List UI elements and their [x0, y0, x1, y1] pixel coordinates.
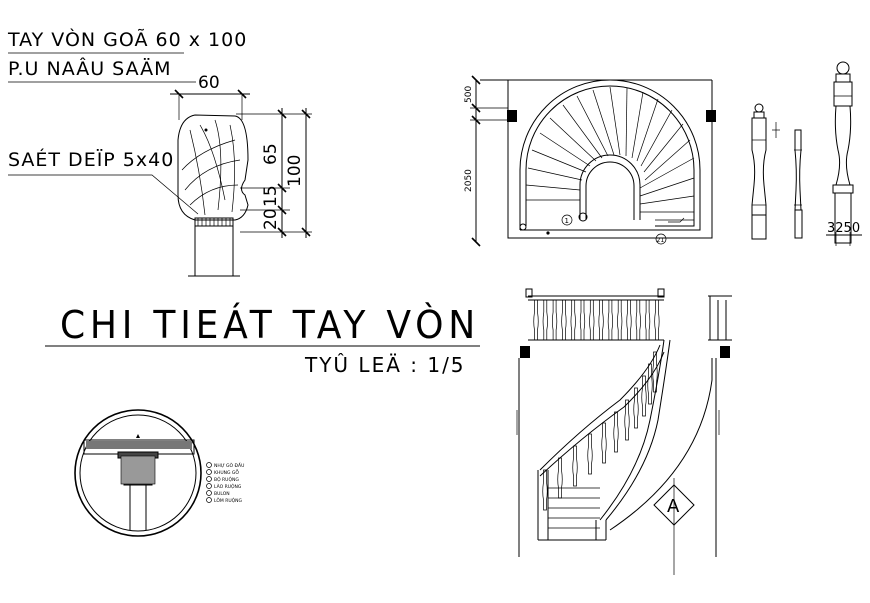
upper-baluster [645, 299, 651, 341]
legend-item-2: KHUNG GỖ [214, 468, 239, 476]
baluster-elevations: 3250 [751, 61, 862, 246]
title-block: CHI TIEÁT TAY VÒN TYÛ LEÄ : 1/5 [45, 303, 480, 377]
curved-balusters [542, 351, 658, 511]
dim-65: 65 [261, 143, 281, 165]
dim-width-60: 60 [198, 73, 220, 93]
dim-100: 100 [285, 155, 305, 187]
handrail-finish-label: P.U NAÂU SAÄM [8, 57, 172, 80]
curved-baluster [633, 387, 639, 429]
upper-baluster [533, 299, 539, 341]
stair-plan: 500 2050 [464, 75, 716, 247]
section-legend: NHỰ GÒ ĐẦU KHUNG GỖ BỘ RUỘNG LÀO RUỘNG B… [206, 461, 244, 504]
dim-20: 20 [261, 208, 281, 230]
upper-baluster [552, 299, 558, 341]
upper-baluster [561, 299, 567, 341]
curved-baluster [587, 433, 593, 475]
section-mark-diamond [653, 484, 695, 526]
upper-baluster [607, 299, 613, 341]
drawing-title: CHI TIEÁT TAY VÒN [60, 303, 480, 347]
upper-baluster [598, 299, 604, 341]
upper-baluster [617, 299, 623, 341]
curved-baluster [557, 457, 563, 499]
upper-baluster [635, 299, 641, 341]
curved-baluster [542, 469, 548, 511]
upper-baluster [626, 299, 632, 341]
upper-balusters [533, 299, 660, 341]
upper-baluster [542, 299, 548, 341]
curved-baluster [572, 445, 578, 487]
curved-baluster [641, 375, 647, 417]
svg-text:1: 1 [565, 217, 569, 225]
curved-baluster [613, 411, 619, 453]
stair-elevation: A [516, 288, 732, 575]
baluster-3-newel [832, 61, 854, 244]
plan-marker-21 [655, 233, 667, 245]
handrail-section-outline [177, 114, 249, 221]
plan-dim-500: 500 [464, 86, 474, 103]
plan-marker-1 [561, 214, 573, 226]
legend-item-4: LÀO RUỘNG [214, 483, 242, 490]
upper-baluster [570, 299, 576, 341]
legend-item-1: NHỰ GÒ ĐẦU [214, 461, 244, 469]
dim-15: 15 [261, 185, 281, 207]
handrail-material-label: TAY VÒN GOÃ 60 x 100 [7, 27, 247, 51]
circular-section-detail [74, 409, 202, 537]
drawing-scale: TYÛ LEÄ : 1/5 [304, 353, 466, 377]
curved-baluster [601, 422, 607, 464]
legend-item-5: BULON [214, 491, 230, 497]
handrail-profile-detail: TAY VÒN GOÃ 60 x 100 P.U NAÂU SAÄM SAÉT … [7, 27, 312, 277]
curved-baluster [647, 363, 653, 405]
upper-baluster [589, 299, 595, 341]
baluster-dim-3250: 3250 [827, 221, 860, 236]
section-mark-label: A [667, 496, 680, 517]
steel-plate-label: SAÉT DEÏP 5x40 [8, 148, 174, 171]
curved-baluster [624, 399, 630, 441]
upper-baluster [579, 299, 586, 341]
plan-dim-2050: 2050 [464, 169, 474, 192]
upper-baluster [654, 299, 660, 341]
legend-item-6: LÕM RUỘNG [214, 497, 243, 504]
baluster-2 [794, 129, 803, 239]
curved-baluster [652, 351, 658, 393]
baluster-1 [751, 103, 767, 240]
svg-text:21: 21 [657, 237, 665, 244]
legend-item-3: BỘ RUỘNG [214, 476, 239, 483]
